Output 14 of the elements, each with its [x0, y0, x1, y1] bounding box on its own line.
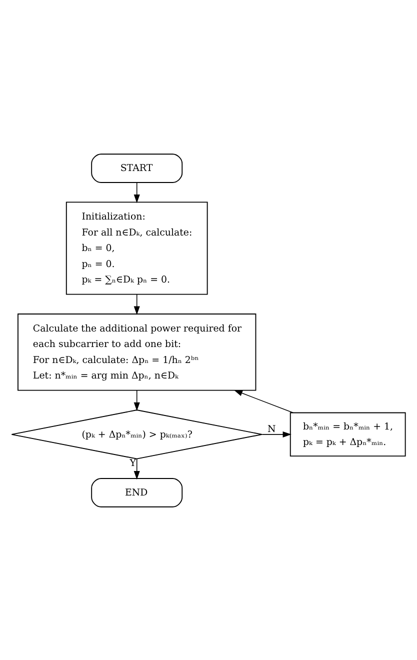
node-box: END	[91, 478, 183, 507]
node-box: bₙ*ₘᵢₙ = bₙ*ₘᵢₙ + 1, pₖ = pₖ + Δpₙ*ₘᵢₙ.	[290, 412, 406, 456]
node-box: START	[91, 153, 183, 182]
arrow	[262, 430, 292, 437]
edge-label: N	[268, 423, 276, 434]
arrow	[234, 390, 294, 413]
node-box: Initialization: For all n∈Dₖ, calculate: bₙ = 0, pₙ = 0. pₖ = ∑ₙ∈Dₖ pₙ = 0.	[66, 201, 208, 294]
node-diamond: (pₖ + Δpₙ*ₘᵢₙ) > pₖ₍ₘₐₓ₎?	[11, 409, 262, 459]
arrow	[134, 458, 140, 480]
arrow	[134, 390, 140, 410]
arrow	[134, 182, 140, 203]
node-box: Calculate the additional power required for each subcarrier to add one bit: For n∈Dₖ, calculate: Δpₙ = 1/hₙ 2ᵇⁿ Let: n*ₘᵢₙ = arg min Δpₙ, n∈Dₖ	[18, 313, 256, 390]
edge-label: Y	[130, 457, 136, 468]
arrow	[134, 294, 140, 314]
